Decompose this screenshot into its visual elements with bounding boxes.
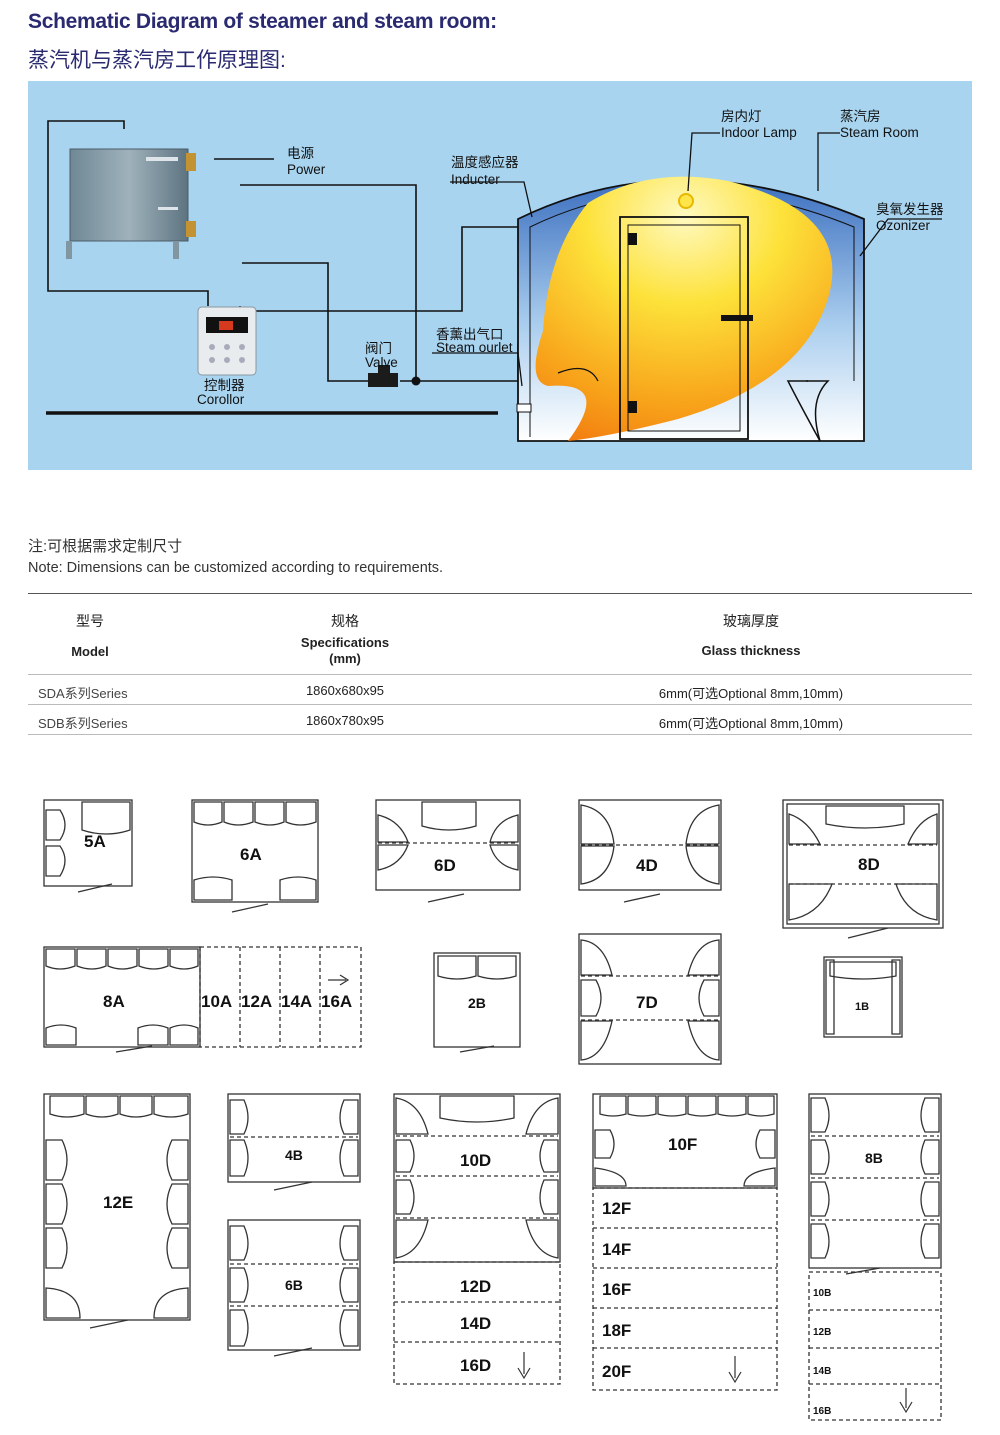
table-row: SDB系列Series 1860x780x95 6mm(可选Optional 8… (28, 705, 972, 735)
header-spec-en: Specifications (300, 635, 390, 650)
label-16D: 16D (460, 1356, 491, 1375)
label-5A: 5A (84, 832, 106, 851)
header-spec-cn: 规格 (331, 613, 359, 629)
header-model-cn: 型号 (76, 613, 104, 629)
svg-text:Steam ourlet: Steam ourlet (436, 340, 513, 355)
plan-7D (578, 933, 722, 1065)
label-8B: 8B (865, 1150, 883, 1166)
label-10B: 10B (813, 1288, 831, 1299)
label-12D: 12D (460, 1277, 491, 1296)
label-12B: 12B (813, 1327, 831, 1338)
svg-text:Ozonizer: Ozonizer (876, 218, 931, 233)
svg-text:Corollor: Corollor (197, 392, 245, 407)
plan-6D (375, 799, 521, 903)
diagram-labels: 电源 Power 温度感应器 Inducter 房内灯 Indoor Lamp … (197, 109, 944, 407)
plan-8B-group (808, 1093, 942, 1421)
svg-text:Power: Power (287, 162, 326, 177)
label-10F: 10F (668, 1135, 697, 1154)
page-title: Schematic Diagram of steamer and steam r… (28, 10, 497, 33)
label-14D: 14D (460, 1314, 491, 1333)
steam-cloud (535, 176, 833, 441)
spec-table: 型号 Model 规格 Specifications (mm) 玻璃厚度 Gla… (28, 593, 972, 735)
header-glass-cn: 玻璃厚度 (723, 613, 779, 629)
indoor-lamp-icon (678, 193, 694, 209)
label-1B: 1B (855, 1001, 869, 1013)
cell-model: SDB系列Series (38, 716, 128, 731)
leader-lines (432, 132, 942, 387)
cell-glass: 6mm(可选Optional 8mm,10mm) (658, 686, 844, 701)
plan-8A-group (43, 946, 362, 1053)
label-8D: 8D (858, 855, 880, 874)
svg-text:Valve: Valve (365, 355, 398, 370)
table-row: SDA系列Series 1860x680x95 6mm(可选Optional 8… (28, 675, 972, 705)
label-16F: 16F (602, 1280, 631, 1299)
plan-1B (823, 956, 903, 1038)
cell-model: SDA系列Series (38, 686, 128, 701)
valve-icon (368, 365, 398, 387)
label-4B: 4B (285, 1147, 303, 1163)
layout-plans: 5A 6A 6D 4D 8D 8A 10A 12A 14A 16A 2B 7D … (43, 799, 944, 1421)
note-chinese: 注:可根据需求定制尺寸 (28, 538, 183, 555)
plan-12E (43, 1093, 191, 1329)
svg-text:房内灯: 房内灯 (721, 109, 762, 124)
schematic-diagram: 电源 Power 温度感应器 Inducter 房内灯 Indoor Lamp … (28, 81, 972, 470)
svg-text:蒸汽房: 蒸汽房 (840, 109, 881, 124)
label-7D: 7D (636, 993, 658, 1012)
label-6A: 6A (240, 845, 262, 864)
label-12F: 12F (602, 1199, 631, 1218)
label-14F: 14F (602, 1240, 631, 1259)
label-16A: 16A (321, 992, 352, 1011)
label-6B: 6B (285, 1277, 303, 1293)
label-16B: 16B (813, 1406, 831, 1417)
controller (197, 306, 257, 376)
svg-text:香薰出气口: 香薰出气口 (436, 327, 504, 342)
plan-10D-group (393, 1093, 561, 1385)
header-model-en: Model (71, 644, 109, 659)
cell-spec: 1860x680x95 (305, 683, 385, 698)
plan-4B (227, 1093, 361, 1191)
label-14B: 14B (813, 1366, 831, 1377)
plan-6B (227, 1219, 361, 1357)
svg-text:Indoor Lamp: Indoor Lamp (721, 125, 797, 140)
steam-generator (66, 148, 196, 259)
steam-room (516, 176, 865, 442)
svg-text:Steam Room: Steam Room (840, 125, 919, 140)
cell-spec: 1860x780x95 (305, 713, 385, 728)
label-20F: 20F (602, 1362, 631, 1381)
svg-text:电源: 电源 (287, 146, 314, 161)
svg-text:Inducter: Inducter (451, 172, 500, 187)
cell-glass: 6mm(可选Optional 8mm,10mm) (658, 716, 844, 731)
plan-10F-group (592, 1093, 778, 1391)
plan-4D (578, 799, 722, 903)
label-8A: 8A (103, 992, 125, 1011)
label-12A: 12A (241, 992, 272, 1011)
plan-6A (191, 799, 319, 913)
header-glass-en: Glass thickness (701, 643, 801, 658)
plan-8D (782, 799, 944, 939)
svg-text:温度感应器: 温度感应器 (451, 154, 519, 170)
label-10D: 10D (460, 1151, 491, 1170)
label-10A: 10A (201, 992, 232, 1011)
label-18F: 18F (602, 1321, 631, 1340)
table-header: 型号 Model 规格 Specifications (mm) 玻璃厚度 Gla… (28, 594, 972, 675)
plan-2B (433, 952, 521, 1053)
label-4D: 4D (636, 856, 658, 875)
note-english: Note: Dimensions can be customized accor… (28, 560, 444, 576)
svg-text:阀门: 阀门 (365, 341, 392, 356)
page-subtitle: 蒸汽机与蒸汽房工作原理图: (28, 49, 286, 72)
svg-text:控制器: 控制器 (204, 378, 245, 393)
plan-5A (43, 799, 133, 893)
svg-text:臭氧发生器: 臭氧发生器 (876, 202, 944, 217)
header-spec-unit: (mm) (329, 651, 361, 666)
label-14A: 14A (281, 992, 312, 1011)
label-6D: 6D (434, 856, 456, 875)
label-2B: 2B (468, 995, 486, 1011)
label-12E: 12E (103, 1193, 133, 1212)
